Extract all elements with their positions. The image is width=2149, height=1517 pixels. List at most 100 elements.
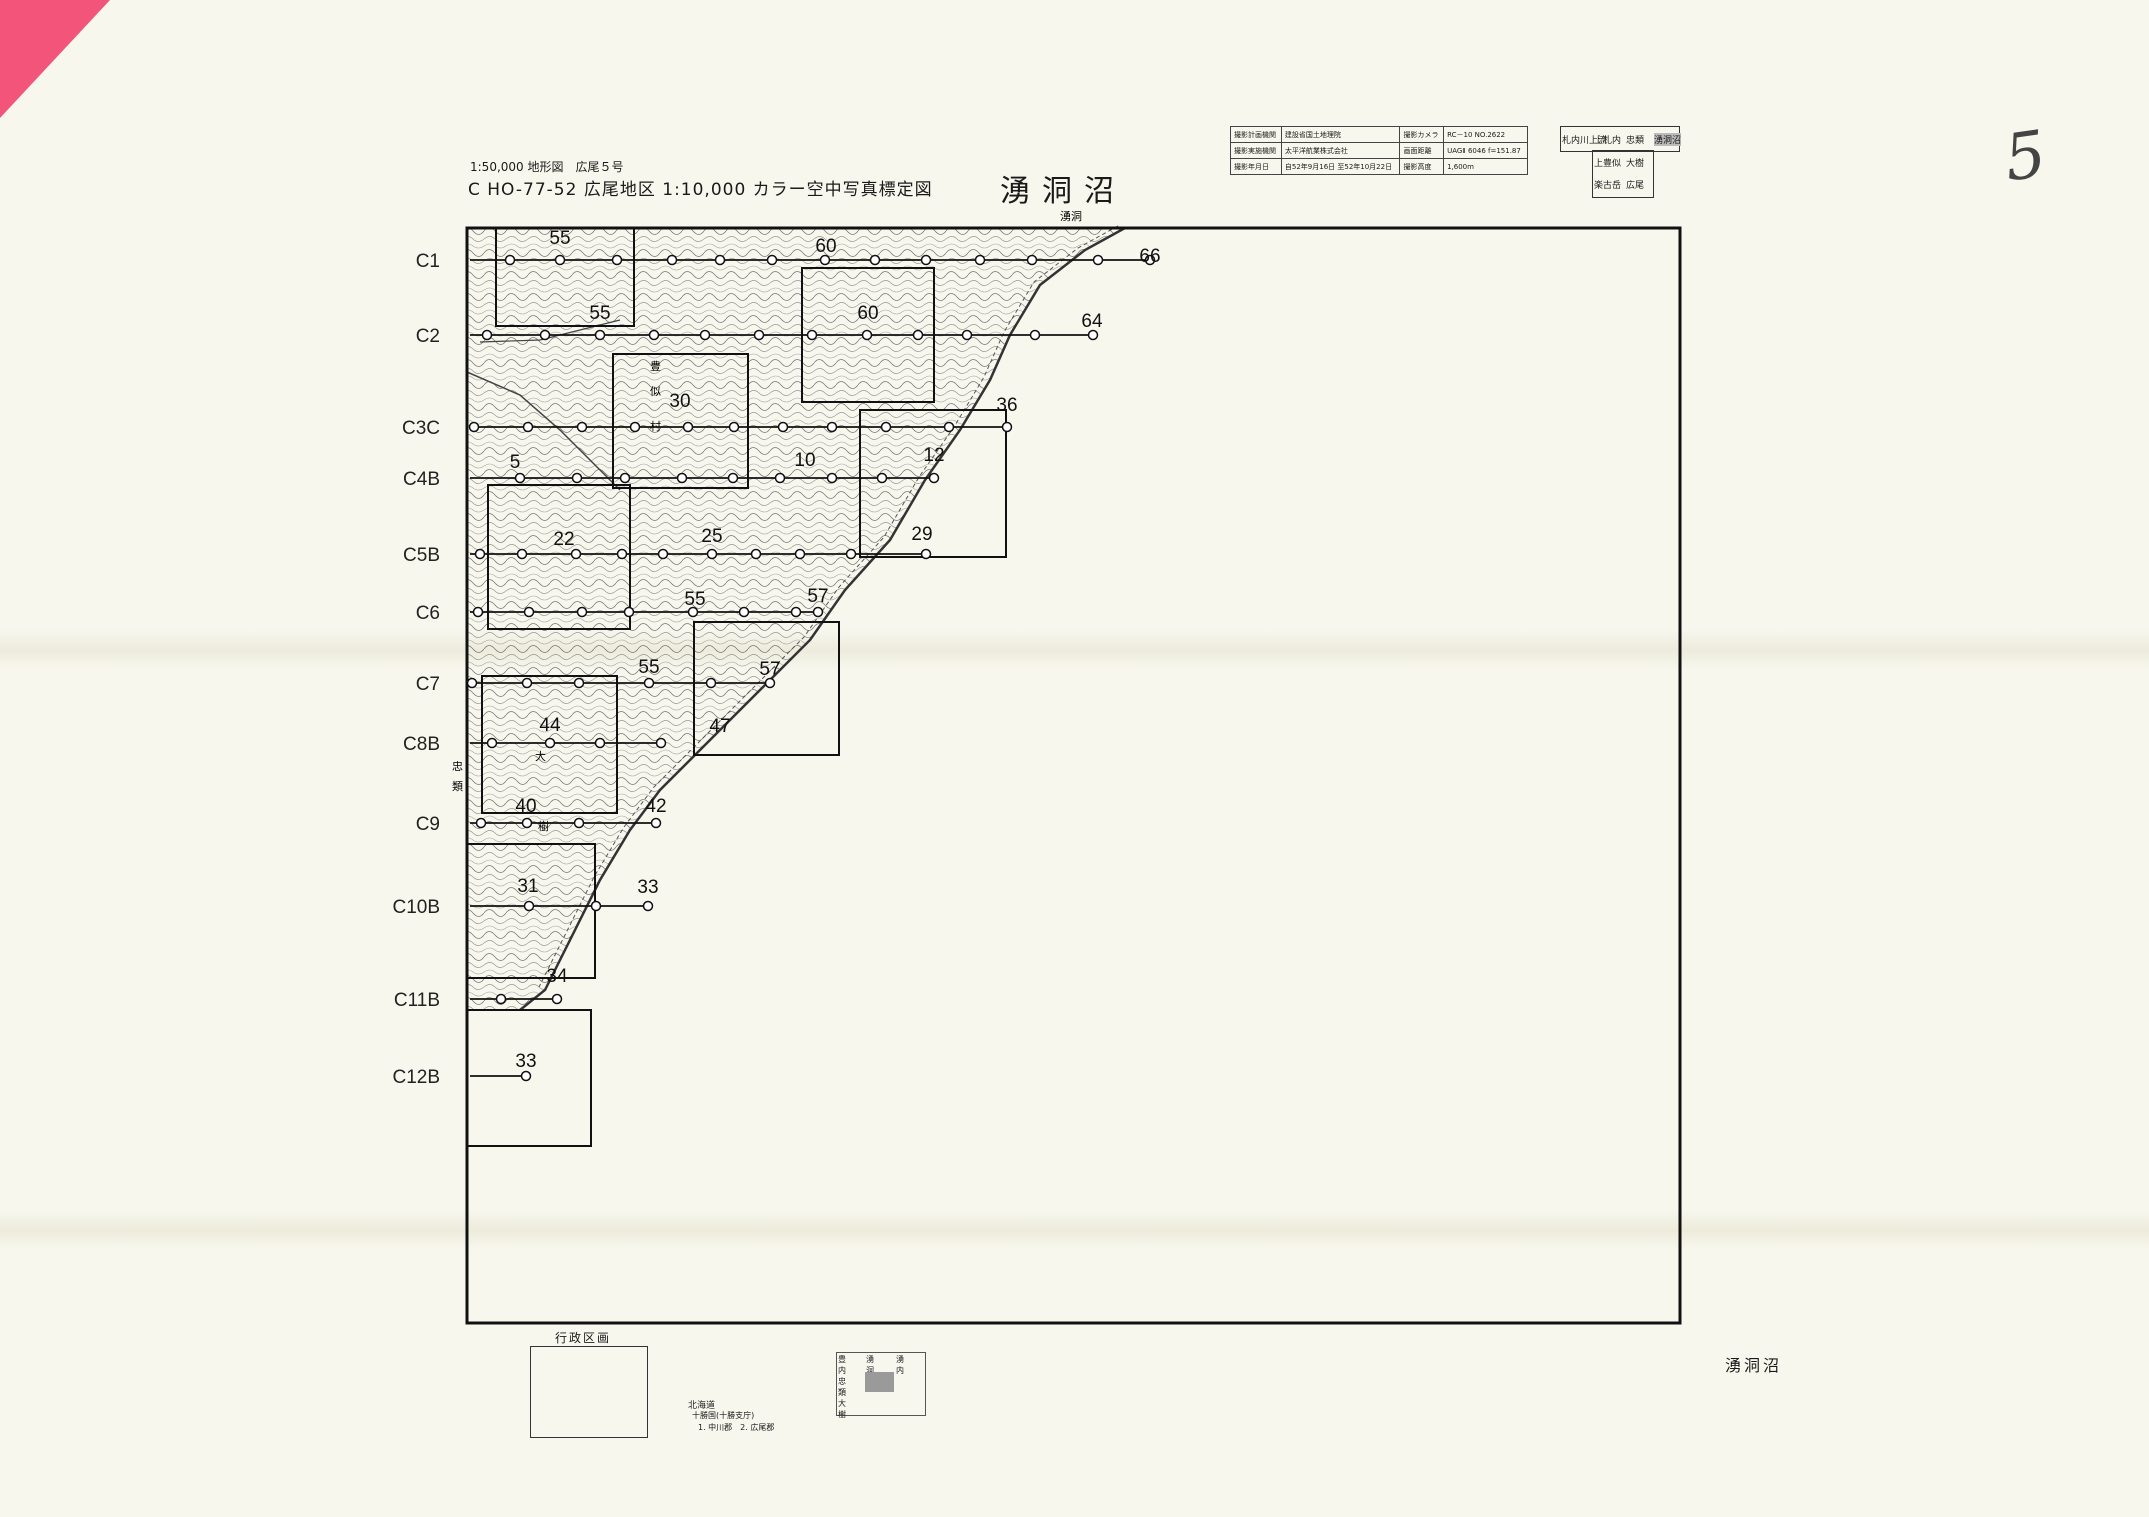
photo-center [495, 993, 507, 1005]
photo-center [706, 548, 718, 560]
photo-number: 34 [546, 966, 568, 987]
photo-number: 40 [515, 796, 536, 817]
admin-region: 北海道 [688, 1401, 716, 1411]
map-frame [465, 226, 1682, 1325]
photo-center [1001, 421, 1013, 433]
photo-center [570, 548, 582, 560]
photo-number: 47 [709, 716, 730, 737]
photo-center [705, 677, 717, 689]
photo-footprints [466, 227, 1007, 1147]
photo-center [523, 900, 535, 912]
photo-center [611, 254, 623, 266]
paper-shading [0, 630, 2149, 670]
photo-center [648, 329, 660, 341]
admin-title: 行政区画 [555, 1331, 612, 1345]
strip-label: C12B [392, 1067, 440, 1088]
index-row [1592, 150, 1654, 198]
index-grid [836, 1352, 926, 1416]
strip-label: C1 [416, 251, 440, 272]
photo-number: 57 [807, 586, 828, 607]
place-name: 似 [650, 385, 661, 398]
sheet-name-bottom: 湧洞沼 [1725, 1356, 1783, 1375]
info-key: 撮影年月日 [1230, 158, 1282, 175]
strip-label: C4B [403, 469, 440, 490]
photo-center [753, 329, 765, 341]
photo-center [516, 548, 528, 560]
photo-frame [495, 227, 635, 327]
photo-center [522, 421, 534, 433]
photo-center [468, 421, 480, 433]
photo-number: 42 [645, 796, 666, 817]
photo-center [655, 737, 667, 749]
place-name: 豊 [650, 360, 661, 373]
photo-center [523, 606, 535, 618]
photo-center [573, 817, 585, 829]
photo-center [961, 329, 973, 341]
photo-center [520, 1070, 532, 1082]
photo-center [571, 472, 583, 484]
index-cell: 広尾 [1626, 181, 1645, 191]
photo-center [554, 254, 566, 266]
index-cell: 札内川上流 [1562, 136, 1608, 146]
photo-center [481, 329, 493, 341]
photo-center [876, 472, 888, 484]
photo-center [643, 677, 655, 689]
photo-number: 22 [553, 529, 574, 550]
place-name: 湧洞 [1060, 210, 1082, 223]
admin-towns: 1. 中川郡 2. 広尾郡 [698, 1423, 775, 1432]
photo-center [728, 421, 740, 433]
photo-center [594, 737, 606, 749]
photo-number: 10 [794, 450, 815, 471]
photo-center [766, 254, 778, 266]
photo-number: 30 [669, 391, 690, 412]
photo-number: 31 [517, 876, 538, 897]
photo-center [806, 329, 818, 341]
photo-number: 60 [815, 236, 836, 257]
photo-center [657, 548, 669, 560]
strip-label: C7 [416, 674, 440, 695]
photo-center [943, 421, 955, 433]
photo-center [676, 472, 688, 484]
photo-number: 33 [515, 1051, 536, 1072]
photo-number: 44 [539, 715, 561, 736]
photo-center [474, 548, 486, 560]
photo-center [774, 472, 786, 484]
photo-center [573, 677, 585, 689]
photo-center [472, 606, 484, 618]
photo-center [790, 606, 802, 618]
photo-center [869, 254, 881, 266]
scale-line: 1:50,000 地形図 広尾５号 [470, 160, 624, 174]
index-cell: 上札内 [1594, 136, 1622, 146]
photo-center [619, 472, 631, 484]
place-name: 忠 [452, 760, 463, 773]
series-line: C HO-77-52 広尾地区 1:10,000 カラー空中写真標定図 [468, 180, 933, 200]
strip-label: C2 [416, 326, 440, 347]
photo-center [576, 606, 588, 618]
photo-number: 60 [857, 303, 878, 324]
photo-center [819, 254, 831, 266]
photo-center [880, 421, 892, 433]
photo-center [590, 900, 602, 912]
photo-center [623, 606, 635, 618]
photo-center [466, 677, 478, 689]
photo-center [920, 548, 932, 560]
photo-frame [693, 621, 840, 756]
info-value: 自52年9月16日 至52年10月22日 [1280, 158, 1401, 175]
place-name: 村 [650, 419, 661, 433]
photo-center [687, 606, 699, 618]
photo-center [928, 472, 940, 484]
photo-center [1092, 254, 1104, 266]
photo-info-table: 撮影計画機関 建設省国土地理院 撮影カメラ RC－10 NO.2622 撮影実施… [1230, 126, 1528, 175]
photo-number: 55 [589, 303, 610, 324]
photo-frame [481, 675, 618, 814]
strip-label: C5B [403, 545, 440, 566]
photo-center [629, 421, 641, 433]
